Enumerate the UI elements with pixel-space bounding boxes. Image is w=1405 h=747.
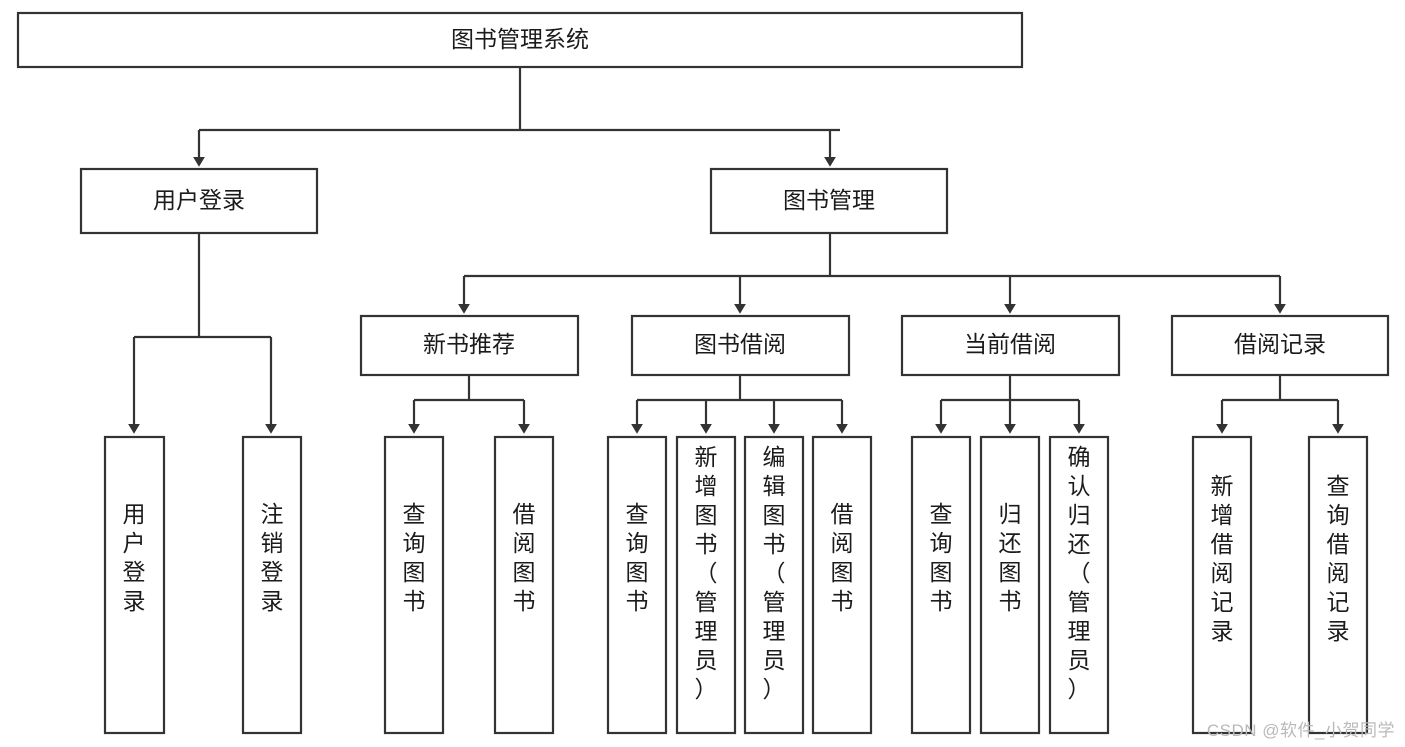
connector-group-root [193, 67, 840, 167]
node-leaf-query-book-2-box[interactable] [606, 435, 668, 735]
node-leaf-query-book-2[interactable]: 查询图书 [606, 435, 668, 735]
node-leaf-query-book-1-box[interactable] [383, 435, 445, 735]
node-leaf-edit-book[interactable]: 编辑图书（管理员） [743, 435, 805, 735]
node-leaf-borrow-book-1-box[interactable] [493, 435, 555, 735]
node-root-box[interactable] [16, 11, 1024, 69]
node-user-login-label: 用户登录 [153, 187, 245, 213]
node-leaf-confirm-return[interactable]: 确认归还（管理员） [1048, 435, 1110, 735]
node-leaf-confirm-return-label: 确认归还（管理员） [1068, 444, 1091, 702]
node-leaf-edit-book-label: 编辑图书（管理员） [763, 444, 786, 702]
node-leaf-confirm-return-box[interactable] [1048, 435, 1110, 735]
connector-group-book-manage [458, 233, 1286, 314]
node-leaf-return-book-label: 归还图书 [999, 501, 1022, 614]
node-leaf-query-book-3-label: 查询图书 [930, 501, 953, 614]
node-leaf-add-book[interactable]: 新增图书（管理员） [675, 435, 737, 735]
connector-group-book-borrow [631, 375, 848, 434]
node-leaf-query-book-3[interactable]: 查询图书 [910, 435, 972, 735]
node-user-login[interactable]: 用户登录 [79, 167, 319, 235]
node-book-borrow[interactable]: 图书借阅 [630, 314, 851, 377]
node-leaf-add-record-box[interactable] [1191, 435, 1253, 735]
node-current-borrow-label: 当前借阅 [964, 331, 1056, 357]
node-leaf-query-book-1-label: 查询图书 [403, 501, 426, 614]
node-leaf-add-record-label: 新增借阅记录 [1211, 473, 1234, 644]
node-book-manage[interactable]: 图书管理 [709, 167, 949, 235]
node-leaf-user-login-label: 用户登录 [123, 501, 146, 614]
node-leaf-edit-book-box[interactable] [743, 435, 805, 735]
node-leaf-user-login[interactable]: 用户登录 [103, 435, 166, 735]
node-leaf-query-book-1[interactable]: 查询图书 [383, 435, 445, 735]
node-leaf-query-record[interactable]: 查询借阅记录 [1307, 435, 1369, 735]
node-leaf-query-book-2-label: 查询图书 [626, 501, 649, 614]
node-new-book-rec[interactable]: 新书推荐 [359, 314, 580, 377]
node-leaf-borrow-book-2-box[interactable] [811, 435, 873, 735]
node-leaf-borrow-book-2-label: 借阅图书 [831, 501, 854, 614]
csdn-watermark: CSDN @软件_小贺同学 [1206, 721, 1395, 740]
node-leaf-logout-box[interactable] [241, 435, 303, 735]
node-leaf-user-login-box[interactable] [103, 435, 166, 735]
node-user-login-box[interactable] [79, 167, 319, 235]
connector-group-current-borrow [935, 375, 1085, 434]
node-root-label: 图书管理系统 [451, 26, 589, 52]
connector-group-borrow-record [1216, 375, 1344, 434]
node-new-book-rec-box[interactable] [359, 314, 580, 377]
node-book-manage-box[interactable] [709, 167, 949, 235]
node-current-borrow[interactable]: 当前借阅 [900, 314, 1121, 377]
node-borrow-record-box[interactable] [1170, 314, 1390, 377]
node-leaf-query-record-label: 查询借阅记录 [1327, 473, 1350, 644]
node-leaf-add-book-box[interactable] [675, 435, 737, 735]
connector-group-user-login [128, 233, 277, 434]
node-borrow-record-label: 借阅记录 [1234, 331, 1326, 357]
node-leaf-add-record[interactable]: 新增借阅记录 [1191, 435, 1253, 735]
node-book-borrow-box[interactable] [630, 314, 851, 377]
node-borrow-record[interactable]: 借阅记录 [1170, 314, 1390, 377]
node-leaf-return-book-box[interactable] [979, 435, 1041, 735]
node-leaf-add-book-label: 新增图书（管理员） [695, 444, 718, 702]
node-leaf-query-book-3-box[interactable] [910, 435, 972, 735]
node-leaf-logout[interactable]: 注销登录 [241, 435, 303, 735]
node-leaf-borrow-book-2[interactable]: 借阅图书 [811, 435, 873, 735]
node-leaf-borrow-book-1[interactable]: 借阅图书 [493, 435, 555, 735]
node-leaf-borrow-book-1-label: 借阅图书 [513, 501, 536, 614]
node-new-book-rec-label: 新书推荐 [423, 331, 515, 357]
node-leaf-return-book[interactable]: 归还图书 [979, 435, 1041, 735]
node-book-manage-label: 图书管理 [783, 187, 875, 213]
node-current-borrow-box[interactable] [900, 314, 1121, 377]
connector-group-new-book-rec [408, 375, 530, 434]
node-book-borrow-label: 图书借阅 [694, 331, 786, 357]
node-leaf-query-record-box[interactable] [1307, 435, 1369, 735]
node-leaf-logout-label: 注销登录 [261, 501, 284, 614]
node-root[interactable]: 图书管理系统 [16, 11, 1024, 69]
